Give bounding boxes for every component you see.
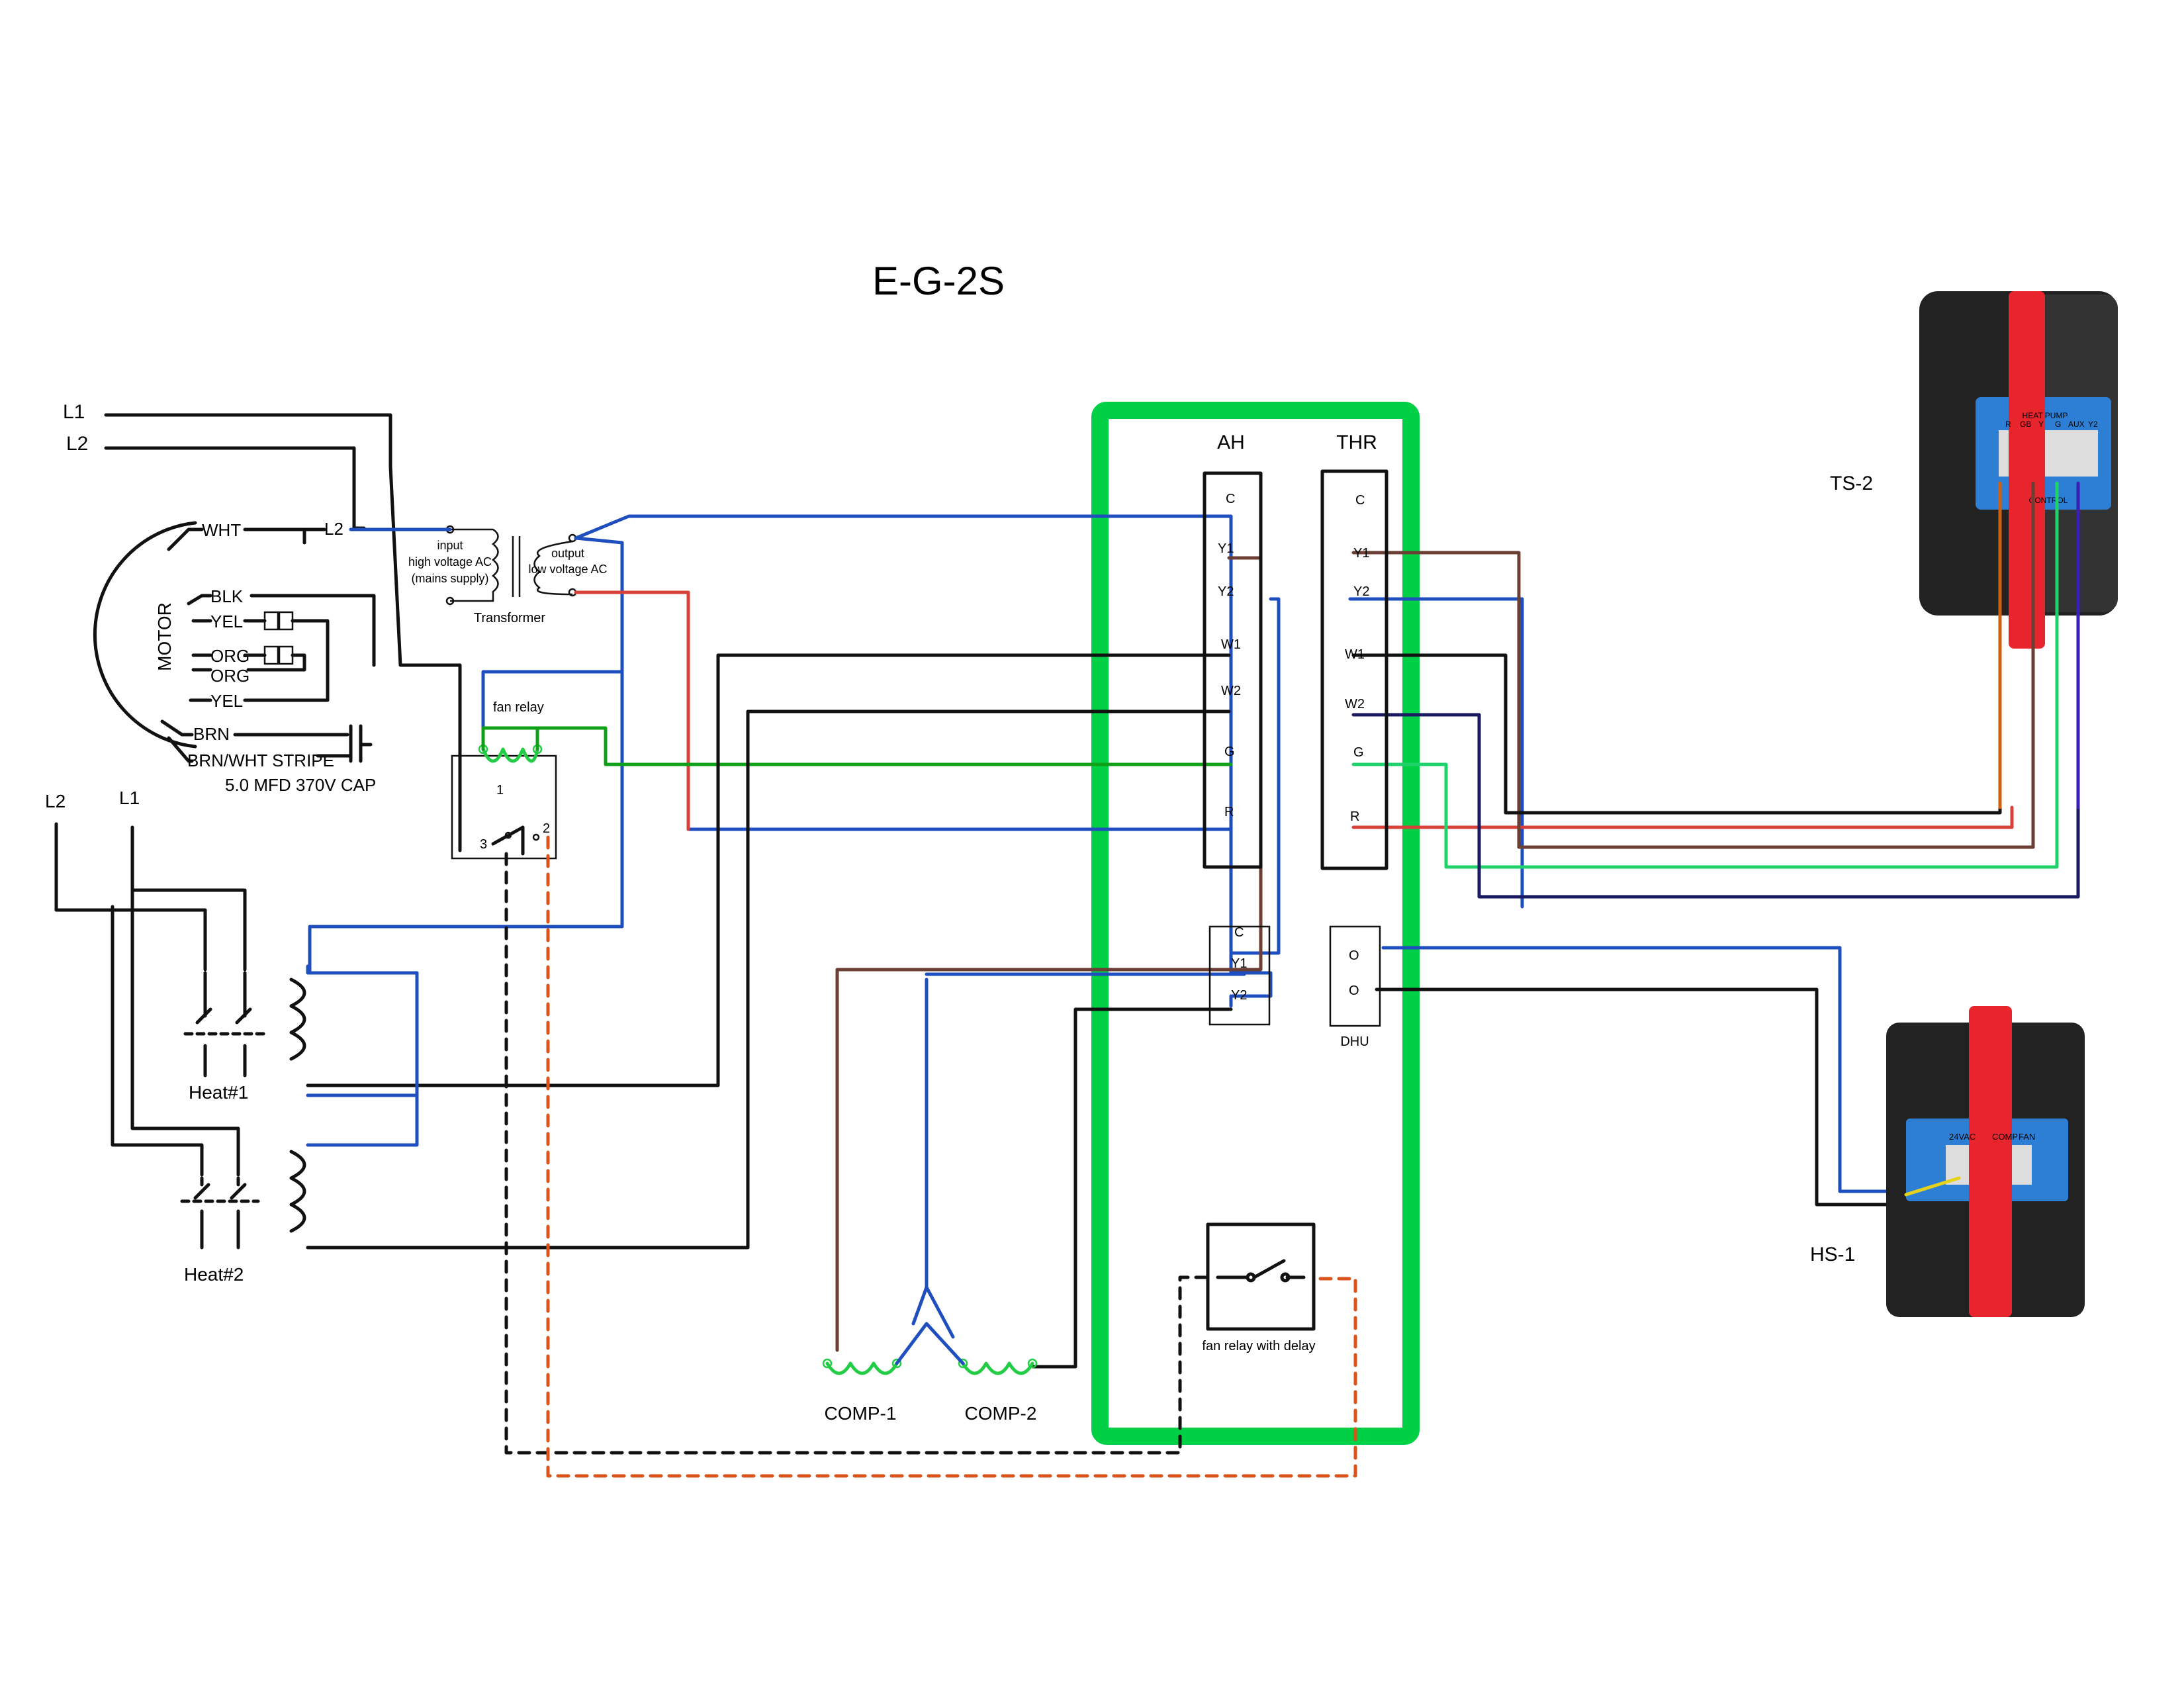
motor-label: MOTOR [154,602,175,671]
green-wiring [481,726,2059,869]
lead-blk: BLK [210,586,244,606]
fan-relay-label: fan relay [493,700,544,715]
od-terminal-y1: Y1 [1231,956,1247,971]
ah-terminal-y2: Y2 [1218,584,1234,599]
transformer: input high voltage AC (mains supply) out… [408,525,608,625]
transformer-output-1: output [551,547,584,560]
thr-terminal-y1: Y1 [1353,546,1369,561]
lead-yel-1: YEL [210,612,243,631]
heat-1-label: Heat#1 [189,1082,248,1103]
delay-relay: fan relay with delay [1202,1222,1316,1353]
dhu-terminal-o-1: O [1349,948,1359,963]
delay-relay-label: fan relay with delay [1202,1339,1315,1353]
lead-brn-wht: BRN/WHT STRIPE [187,751,334,770]
ts2-bottom-text: CONTROL [2029,496,2068,505]
hs1-terminal-fan: FAN [2019,1132,2035,1142]
od-terminal-y2: Y2 [1231,988,1247,1003]
motor-l2-terminal: L2 [324,519,343,539]
lead-org-1: ORG [210,646,250,666]
heat-l1-label: L1 [119,788,140,808]
ts2-header: HEAT PUMP [2023,411,2068,420]
ts2-terminal-y: Y [2038,420,2044,429]
fan-relay: fan relay 1 2 3 [451,700,557,860]
transformer-input-2: high voltage AC [408,555,492,569]
od-terminal-c: C [1234,925,1244,940]
air-handler-cabinet [1091,402,1420,1445]
hs1-label: HS-1 [1810,1244,1855,1265]
lead-brn: BRN [193,724,230,744]
ah-terminal-r: R [1224,805,1234,819]
outdoor-terminal-block: C Y1 Y2 [1208,925,1271,1026]
brown-wiring [835,551,2035,1352]
transformer-label: Transformer [474,611,546,625]
comp-1-label: COMP-1 [825,1403,897,1424]
supply-l1-label: L1 [63,401,85,423]
ah-label: AH [1217,432,1245,453]
transformer-input-3: (mains supply) [411,572,488,585]
hs1-device: HS-1 24VAC COMP FAN [1810,1006,2085,1317]
hs1-terminal-24vac: 24VAC [1949,1132,1976,1142]
thr-terminal-w1: W1 [1345,647,1365,662]
blower-motor: MOTOR WHT BLK YEL ORG ORG YEL BRN BRN/WH… [93,519,376,795]
ts2-terminal-y2: Y2 [2088,420,2098,429]
thermostat-terminal-block: THR C Y1 Y2 W1 W2 G R [1320,432,1388,870]
dehumidifier-block: O O DHU [1329,925,1381,1049]
ts2-device: TS-2 HEAT PUMP R GB Y G AUX Y2 CONTROL [1830,291,2118,809]
ts2-terminal-g: G [2055,420,2061,429]
supply-l2-label: L2 [66,433,88,455]
ah-terminal-w1: W1 [1221,637,1241,652]
thr-terminal-y2: Y2 [1353,584,1369,599]
heat-l2-label: L2 [45,791,66,811]
ah-terminal-c: C [1226,492,1235,506]
fan-relay-t3: 3 [480,837,487,852]
dhu-label: DHU [1340,1034,1369,1049]
dhu-terminal-o-2: O [1349,983,1359,998]
compressors: COMP-1 COMP-2 [822,1322,1038,1424]
ah-terminal-w2: W2 [1221,684,1241,698]
ts2-label: TS-2 [1830,473,1873,494]
capacitor-label: 5.0 MFD 370V CAP [225,775,376,795]
fan-relay-t2: 2 [543,821,550,836]
ts2-terminal-gb: GB [2020,420,2031,429]
lead-org-2: ORG [210,666,250,686]
heater-section: L2 L1 Heat#1 Heat#2 [45,788,419,1285]
black-wiring [306,653,2080,1369]
hs1-terminal-comp: COMP [1992,1132,2018,1142]
red-wiring [574,590,2014,831]
ts2-terminal-aux: AUX [2068,420,2085,429]
comp-2-label: COMP-2 [965,1403,1037,1424]
diagram-title: E-G-2S [872,259,1005,303]
transformer-output-2: low voltage AC [528,563,607,576]
ts2-terminal-r: R [2005,420,2011,429]
thr-terminal-g: G [1353,745,1364,760]
dashed-wiring [504,835,1357,1478]
heat-2-label: Heat#2 [184,1264,244,1285]
thr-terminal-w2: W2 [1345,697,1365,711]
fan-relay-t1: 1 [496,783,504,798]
thr-terminal-c: C [1355,493,1365,508]
lead-wht: WHT [202,520,241,540]
ah-terminal-g: G [1224,745,1235,759]
transformer-input-1: input [437,539,463,552]
lead-yel-2: YEL [210,691,243,711]
air-handler-terminal-block: AH C Y1 Y2 W1 W2 G R [1203,432,1263,869]
thr-label: THR [1336,432,1377,453]
thr-terminal-r: R [1350,809,1359,824]
ah-terminal-y1: Y1 [1218,541,1234,556]
